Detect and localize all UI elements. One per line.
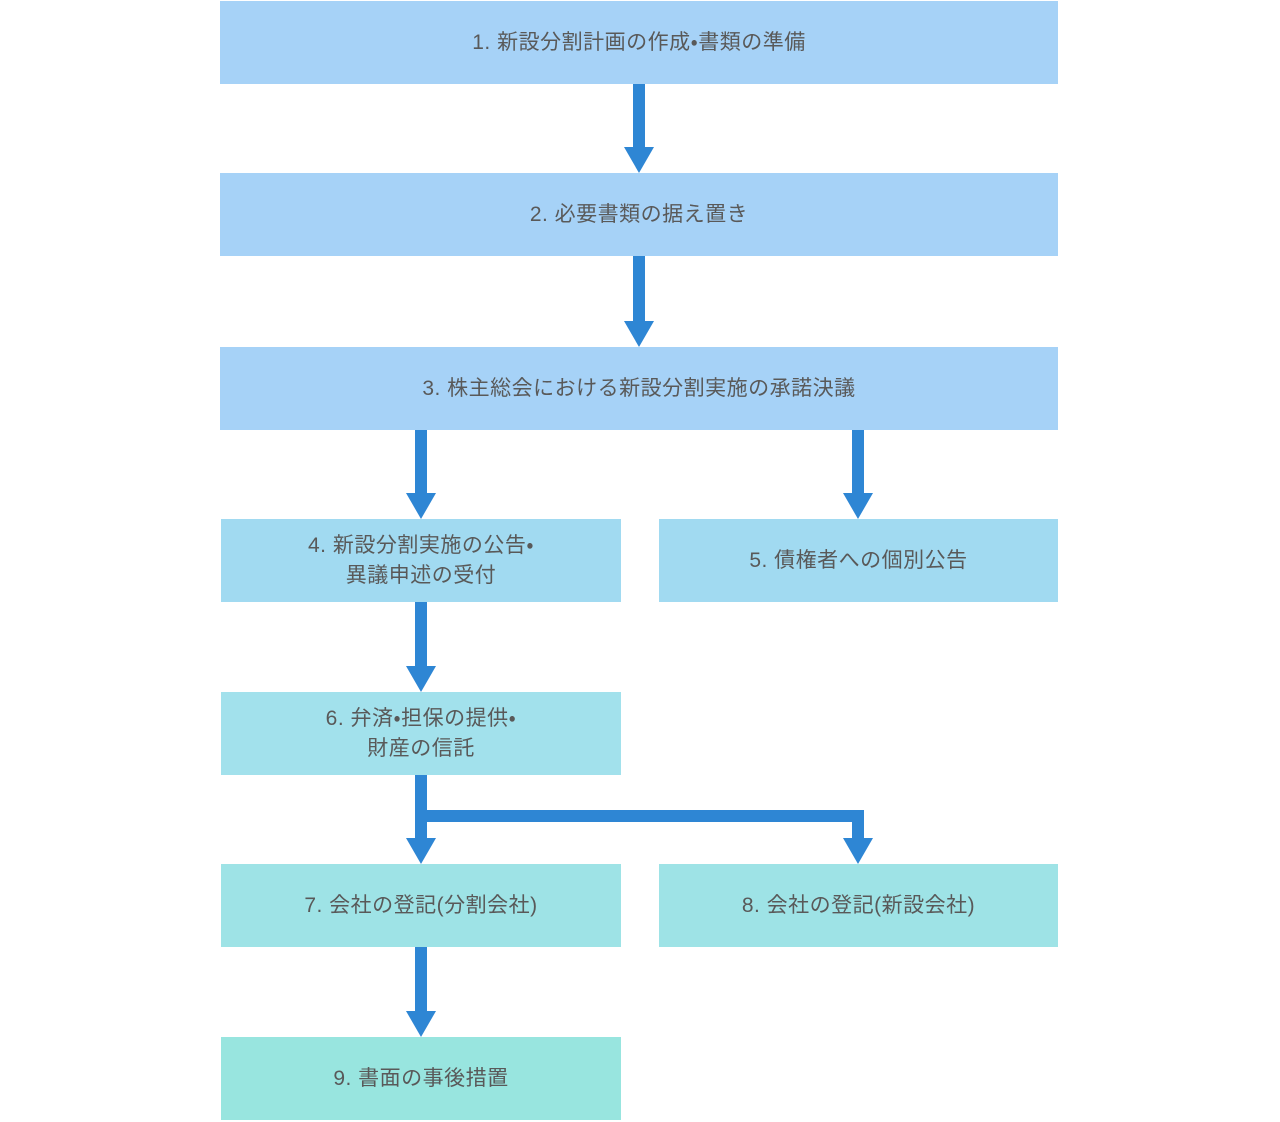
arrow-shaft [852,430,864,493]
arrow-shaft [633,256,645,321]
arrow-head-icon [624,321,654,347]
arrow-step7-step9 [406,947,436,1037]
branch-connector-bar [415,810,864,822]
arrow-step6-step7 [406,775,436,864]
arrow-step3-step5 [843,430,873,519]
arrow-step4-step6 [406,602,436,692]
flow-step-4: 4. 新設分割実施の公告・ 異議申述の受付 [221,519,621,602]
flow-step-6: 6. 弁済・担保の提供・ 財産の信託 [221,692,621,775]
flow-step-9: 9. 書面の事後措置 [221,1037,621,1120]
arrow-head-icon [843,493,873,519]
flow-step-8: 8. 会社の登記(新設会社) [659,864,1058,947]
arrow-head-icon [843,838,873,864]
arrow-shaft [852,810,864,838]
flow-step-5: 5. 債権者への個別公告 [659,519,1058,602]
flow-step-2: 2. 必要書類の据え置き [220,173,1058,256]
arrow-head-icon [406,1011,436,1037]
arrow-step6-step8 [843,810,873,864]
arrow-shaft [415,602,427,666]
arrow-head-icon [406,666,436,692]
arrow-shaft [415,430,427,493]
arrow-head-icon [406,838,436,864]
flow-step-3: 3. 株主総会における新設分割実施の承諾決議 [220,347,1058,430]
arrow-shaft [415,775,427,838]
arrow-head-icon [624,147,654,173]
flow-step-1: 1. 新設分割計画の作成・書類の準備 [220,1,1058,84]
arrow-shaft [415,947,427,1011]
flow-step-7: 7. 会社の登記(分割会社) [221,864,621,947]
arrow-step1-step2 [624,84,654,173]
arrow-step3-step4 [406,430,436,519]
arrow-shaft [633,84,645,147]
arrow-head-icon [406,493,436,519]
arrow-step2-step3 [624,256,654,347]
